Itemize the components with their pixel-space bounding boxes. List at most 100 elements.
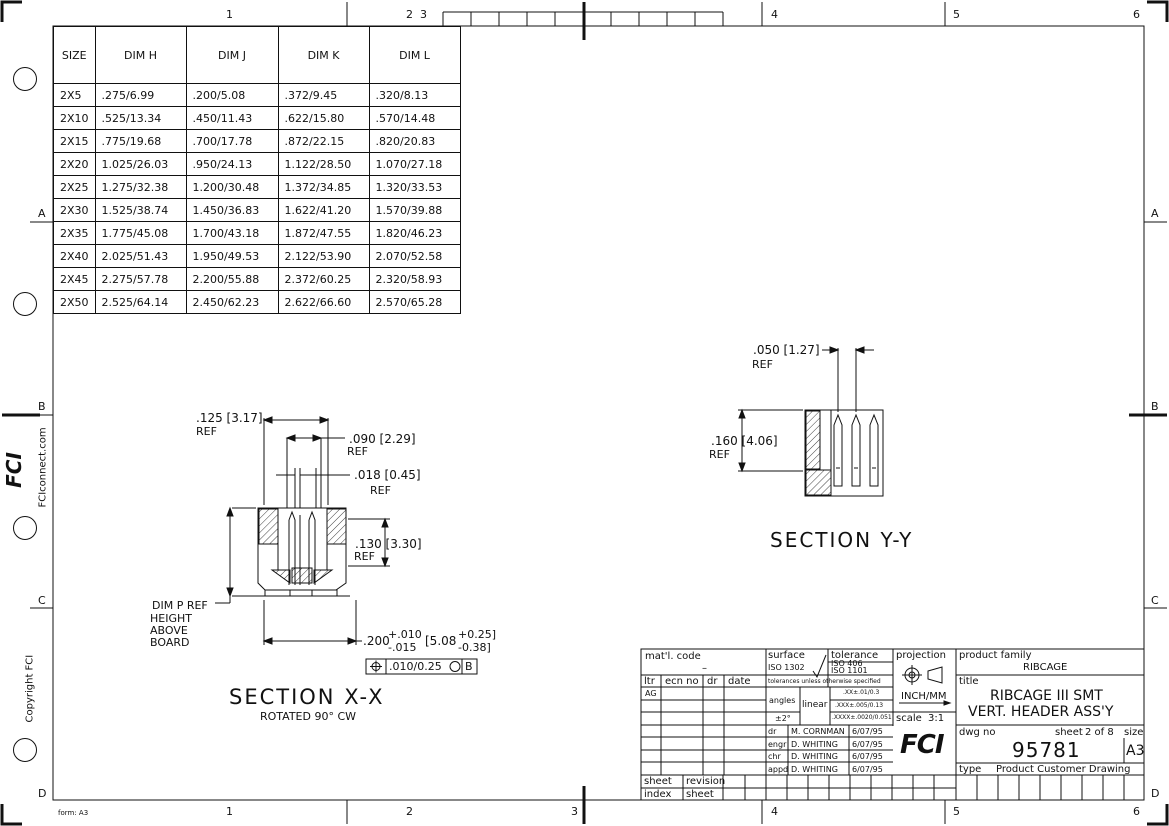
cell: .320/8.13: [368, 83, 461, 107]
dim-p-label-4: BOARD: [150, 636, 190, 649]
cell: 2.525/64.14: [94, 290, 187, 314]
side-url: FCIconnect.com: [37, 427, 49, 508]
cell: 2.622/66.60: [277, 290, 370, 314]
title-label: title: [959, 676, 979, 687]
cell: 2.372/60.25: [277, 267, 370, 291]
gdt-datum: B: [465, 660, 473, 673]
cell: .820/20.83: [368, 129, 461, 153]
dim-050-label: .050 [1.27]: [753, 343, 820, 357]
type-value: Product Customer Drawing: [996, 764, 1131, 775]
rev-ltr-value: AG: [645, 689, 657, 698]
approval-name-chr: D. WHITING: [791, 752, 838, 761]
cell: .622/15.80: [277, 106, 370, 130]
approval-date-engr: 6/07/95: [852, 740, 883, 749]
sheet-value: 2 of 8: [1085, 727, 1114, 738]
form-label: form: A3: [58, 809, 89, 817]
approval-name-engr: D. WHITING: [791, 740, 838, 749]
linear-label: linear: [802, 700, 828, 710]
matl-code-value: –: [702, 663, 707, 674]
zone-top-1: 1: [226, 8, 233, 21]
approval-date-appd: 6/07/95: [852, 765, 883, 774]
projection-label: projection: [896, 650, 946, 661]
rev-header-ecn: ecn no: [665, 676, 699, 687]
side-copyright: Copyright FCI: [24, 654, 36, 723]
revision-label-1: revision: [686, 776, 726, 787]
revision-label-2: sheet: [686, 789, 714, 800]
cell: 2X30: [53, 198, 96, 222]
cell: .450/11.43: [185, 106, 279, 130]
dim-018-label: .018 [0.45]: [354, 468, 421, 482]
section-yy-drawing: [738, 346, 884, 497]
tol-xxxx: .XXXX±.0020/0.051: [832, 714, 892, 721]
approval-role-chr: chr: [768, 752, 781, 761]
table-row: 2X15.775/19.68.700/17.78.872/22.15.820/2…: [53, 129, 461, 153]
section-xx-subtitle: ROTATED 90° CW: [260, 710, 357, 723]
cell: 1.775/45.08: [94, 221, 187, 245]
dim-090-ref: REF: [347, 445, 368, 458]
dim-p-label-3: ABOVE: [150, 624, 188, 637]
section-xx-drawing: [215, 416, 478, 675]
tol-xx: .XX±.01/0.3: [843, 689, 880, 696]
approval-role-dr: dr: [768, 727, 777, 736]
zone-bottom-3: 3: [571, 805, 578, 818]
dim-130-ref: REF: [354, 550, 375, 563]
cell: .700/17.78: [185, 129, 279, 153]
zone-top-2: 2: [406, 8, 413, 21]
title-block-grid: [640, 648, 1145, 801]
cell: 1.122/28.50: [277, 152, 370, 176]
cell: 1.872/47.55: [277, 221, 370, 245]
cell: .525/13.34: [94, 106, 187, 130]
cell: 2X35: [53, 221, 96, 245]
dim-125-label: .125 [3.17]: [196, 411, 263, 425]
dim-018-ref: REF: [370, 484, 391, 497]
table-row: 2X5.275/6.99.200/5.08.372/9.45.320/8.13: [53, 83, 461, 107]
product-family-label: product family: [959, 650, 1032, 661]
punch-hole-3: [13, 516, 37, 540]
cell: 2.320/58.93: [368, 267, 461, 291]
zone-top-4: 4: [771, 8, 778, 21]
dim-160-label: .160 [4.06]: [711, 434, 778, 448]
punch-hole-2: [13, 292, 37, 316]
angles-value: ±2°: [775, 714, 791, 723]
cell: 2.200/55.88: [185, 267, 279, 291]
sheet-index-label-2: index: [644, 789, 672, 800]
zone-bottom-1: 1: [226, 805, 233, 818]
col-header-size: SIZE: [53, 26, 96, 84]
cell: 1.525/38.74: [94, 198, 187, 222]
col-header-dim-j: DIM J: [185, 26, 279, 84]
cell: 1.450/36.83: [185, 198, 279, 222]
cell: 1.372/34.85: [277, 175, 370, 199]
surface-std: ISO 1302: [768, 663, 805, 672]
tolerance-std1: ISO 406: [831, 659, 863, 668]
dim-p-label-2: HEIGHT: [150, 612, 192, 625]
zone-right-b: B: [1151, 400, 1159, 413]
zone-right-a: A: [1151, 207, 1159, 220]
zone-bottom-4: 4: [771, 805, 778, 818]
approval-date-dr: 6/07/95: [852, 727, 883, 736]
cell: 1.622/41.20: [277, 198, 370, 222]
dim-200-tol-plus: +.010: [388, 628, 422, 641]
cell: .570/14.48: [368, 106, 461, 130]
dim-508-label: [5.08: [425, 634, 457, 648]
cell: 1.950/49.53: [185, 244, 279, 268]
sheet-index-label-1: sheet: [644, 776, 672, 787]
cell: .372/9.45: [277, 83, 370, 107]
dwg-no-label: dwg no: [959, 727, 996, 738]
tolerance-std2: ISO 1101: [831, 666, 868, 675]
zone-left-c: C: [38, 594, 46, 607]
sheet-label: sheet: [1055, 727, 1083, 738]
cell: .950/24.13: [185, 152, 279, 176]
dim-090-label: .090 [2.29]: [349, 432, 416, 446]
surface-label: surface: [768, 650, 805, 661]
dim-160-ref: REF: [709, 448, 730, 461]
scale-label: scale: [896, 713, 922, 724]
zone-top-3: 3: [420, 8, 427, 21]
dim-200-tol-minus: -.015: [388, 641, 417, 654]
size-label: size: [1124, 727, 1144, 738]
dim-200-label: .200: [363, 634, 390, 648]
